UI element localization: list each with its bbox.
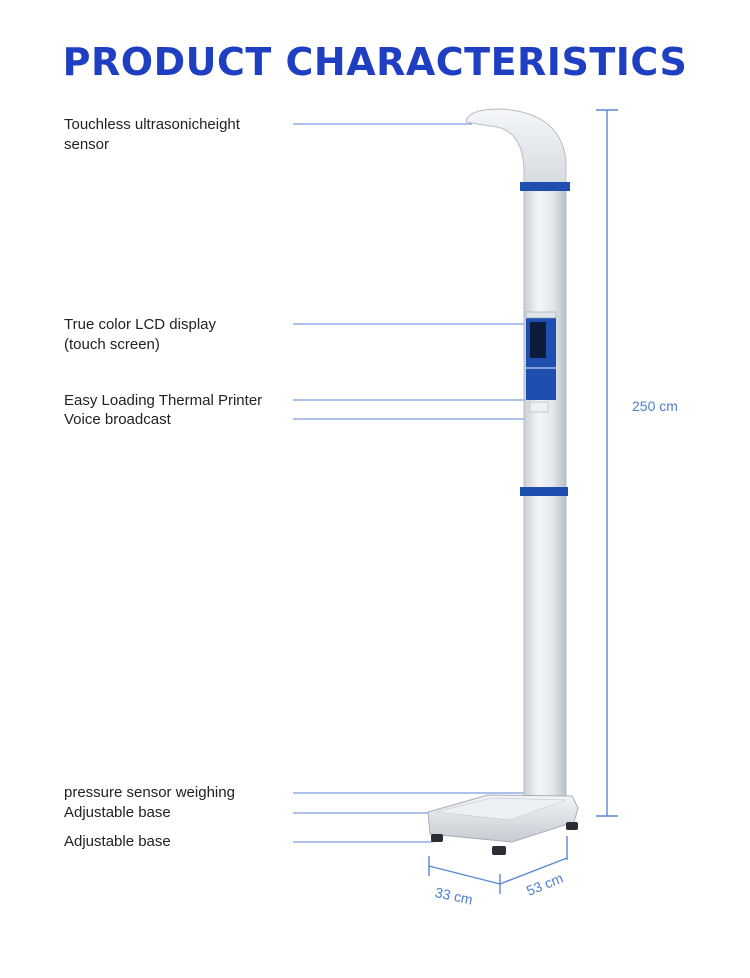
feature-lcd-display: True color LCD display (touch screen) <box>64 315 216 355</box>
feature-label-2: (touch screen) <box>64 336 160 353</box>
leader-lines <box>293 123 527 843</box>
feature-label: Adjustable base <box>64 804 171 821</box>
feature-adjustable-base-1: Adjustable base <box>64 803 171 823</box>
feature-label-2: sensor <box>64 136 110 153</box>
foot-2 <box>492 846 506 855</box>
height-label: 250 cm <box>632 398 678 414</box>
feature-label: Touchless ultrasonicheight <box>64 116 240 133</box>
band-top <box>520 182 570 191</box>
feature-label: True color LCD display <box>64 316 216 333</box>
platform-top <box>435 797 567 821</box>
feature-label: Adjustable base <box>64 833 171 850</box>
feature-thermal-printer: Easy Loading Thermal Printer <box>64 391 262 411</box>
printer-slot <box>529 401 549 413</box>
feature-label: pressure sensor weighing <box>64 784 235 801</box>
feature-pressure-sensor: pressure sensor weighing <box>64 783 235 803</box>
feature-height-sensor: Touchless ultrasonicheight sensor <box>64 115 240 155</box>
display-cap <box>525 311 557 319</box>
lcd-screen <box>530 322 546 358</box>
feature-label: Voice broadcast <box>64 411 171 428</box>
band-middle <box>520 487 568 496</box>
ultrasonic-head <box>465 108 567 185</box>
feature-voice-broadcast: Voice broadcast <box>64 410 171 430</box>
foot-1 <box>431 834 443 842</box>
foot-3 <box>566 822 578 830</box>
feature-adjustable-base-2: Adjustable base <box>64 832 171 852</box>
depth-dimension <box>499 836 568 885</box>
feature-label: Easy Loading Thermal Printer <box>64 392 263 409</box>
page-title: PRODUCT CHARACTERISTICS <box>62 40 688 84</box>
height-dimension <box>596 109 618 817</box>
